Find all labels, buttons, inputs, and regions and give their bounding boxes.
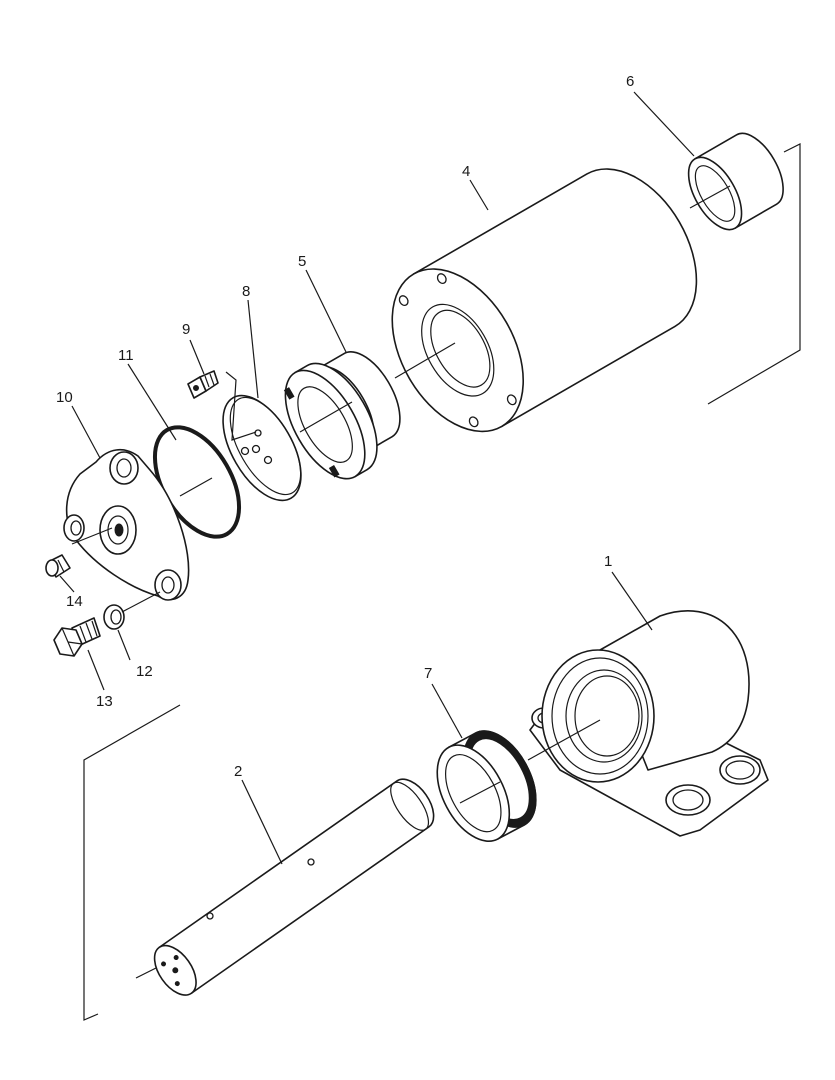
part-9-screw: [187, 370, 219, 399]
part-8-guide-line: [225, 371, 257, 441]
part-2-shaft: [153, 778, 435, 996]
leader-12: [117, 629, 131, 661]
center-line-upper: [394, 342, 456, 379]
center-line-shaft: [135, 967, 157, 979]
part-5-flanged-sleeve: [283, 351, 401, 480]
center-line-mid: [299, 401, 353, 433]
leader-5: [305, 269, 347, 353]
callout-11: 11: [118, 347, 134, 364]
center-line-seal: [459, 781, 501, 804]
callout-13: 13: [96, 693, 113, 710]
leader-2: [241, 779, 283, 865]
leader-8: [247, 299, 259, 399]
callout-1: 1: [604, 553, 612, 570]
part-8-hole: [263, 455, 273, 465]
leader-10: [71, 405, 101, 459]
part-10-end-cover: [63, 449, 190, 601]
center-line-washer: [121, 591, 161, 613]
part-13-hex-bolt: [53, 617, 101, 657]
callout-4: 4: [462, 163, 470, 180]
part-8-plate: [222, 394, 302, 502]
part-8-hole: [240, 446, 250, 456]
shaft-hole: [307, 858, 315, 866]
shaft-hole: [206, 912, 214, 920]
assembly-bracket-bottom: [83, 704, 181, 1021]
center-line-cover: [179, 477, 213, 497]
part-8-hole: [251, 444, 261, 454]
part-12-washer: [103, 604, 125, 630]
leader-9: [189, 339, 205, 375]
center-line-cover-left: [71, 527, 113, 545]
part-7-seal: [436, 730, 537, 842]
leader-1: [611, 571, 653, 631]
callout-6: 6: [626, 73, 634, 90]
callout-5: 5: [298, 253, 306, 270]
center-line-block: [527, 719, 601, 761]
part-1-pillow-block: [529, 610, 769, 837]
callout-10: 10: [56, 389, 73, 406]
callout-12: 12: [136, 663, 153, 680]
part-4-cylinder-housing: [391, 168, 698, 433]
leader-7: [431, 683, 463, 739]
part-8-hole: [254, 429, 262, 437]
leader-14: [59, 575, 75, 593]
center-line-top: [689, 185, 731, 209]
leader-13: [87, 649, 105, 691]
callout-9: 9: [182, 321, 190, 338]
leader-4: [469, 179, 489, 211]
leader-11: [127, 363, 177, 441]
callout-2: 2: [234, 763, 242, 780]
callout-14: 14: [66, 593, 83, 610]
callout-8: 8: [242, 283, 250, 300]
assembly-bracket-top: [707, 143, 801, 405]
part-6-bushing: [687, 132, 784, 231]
part-14-plug: [45, 554, 71, 578]
leader-6: [633, 91, 695, 157]
callout-7: 7: [424, 665, 432, 682]
